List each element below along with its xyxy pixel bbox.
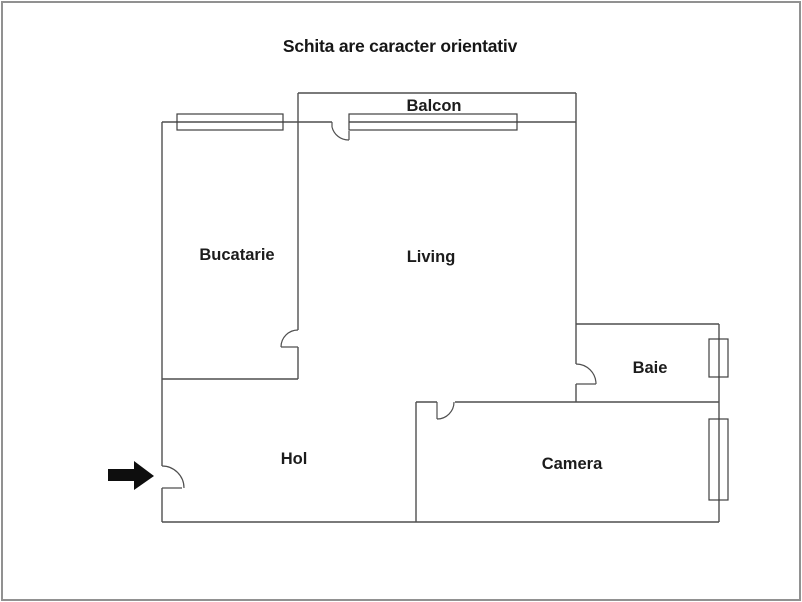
windows xyxy=(176,113,729,501)
room-label-bucatarie: Bucatarie xyxy=(199,246,274,264)
door-baie xyxy=(575,363,597,385)
door-balcon xyxy=(331,122,350,141)
room-label-baie: Baie xyxy=(633,359,668,377)
room-label-hol: Hol xyxy=(281,450,308,468)
page-title: Schita are caracter orientativ xyxy=(283,36,518,56)
right-arrow-icon xyxy=(108,461,154,490)
walls xyxy=(161,92,720,523)
window-balcon xyxy=(348,113,518,131)
doors xyxy=(161,122,597,489)
room-label-living: Living xyxy=(407,248,456,266)
window-bucatarie xyxy=(176,113,284,131)
room-label-balcon: Balcon xyxy=(406,97,461,115)
room-label-camera: Camera xyxy=(542,455,603,473)
door-bucatarie xyxy=(280,329,299,348)
door-camera xyxy=(436,401,455,420)
window-baie xyxy=(708,338,729,378)
window-camera xyxy=(708,418,729,501)
door-entrance xyxy=(161,465,185,489)
